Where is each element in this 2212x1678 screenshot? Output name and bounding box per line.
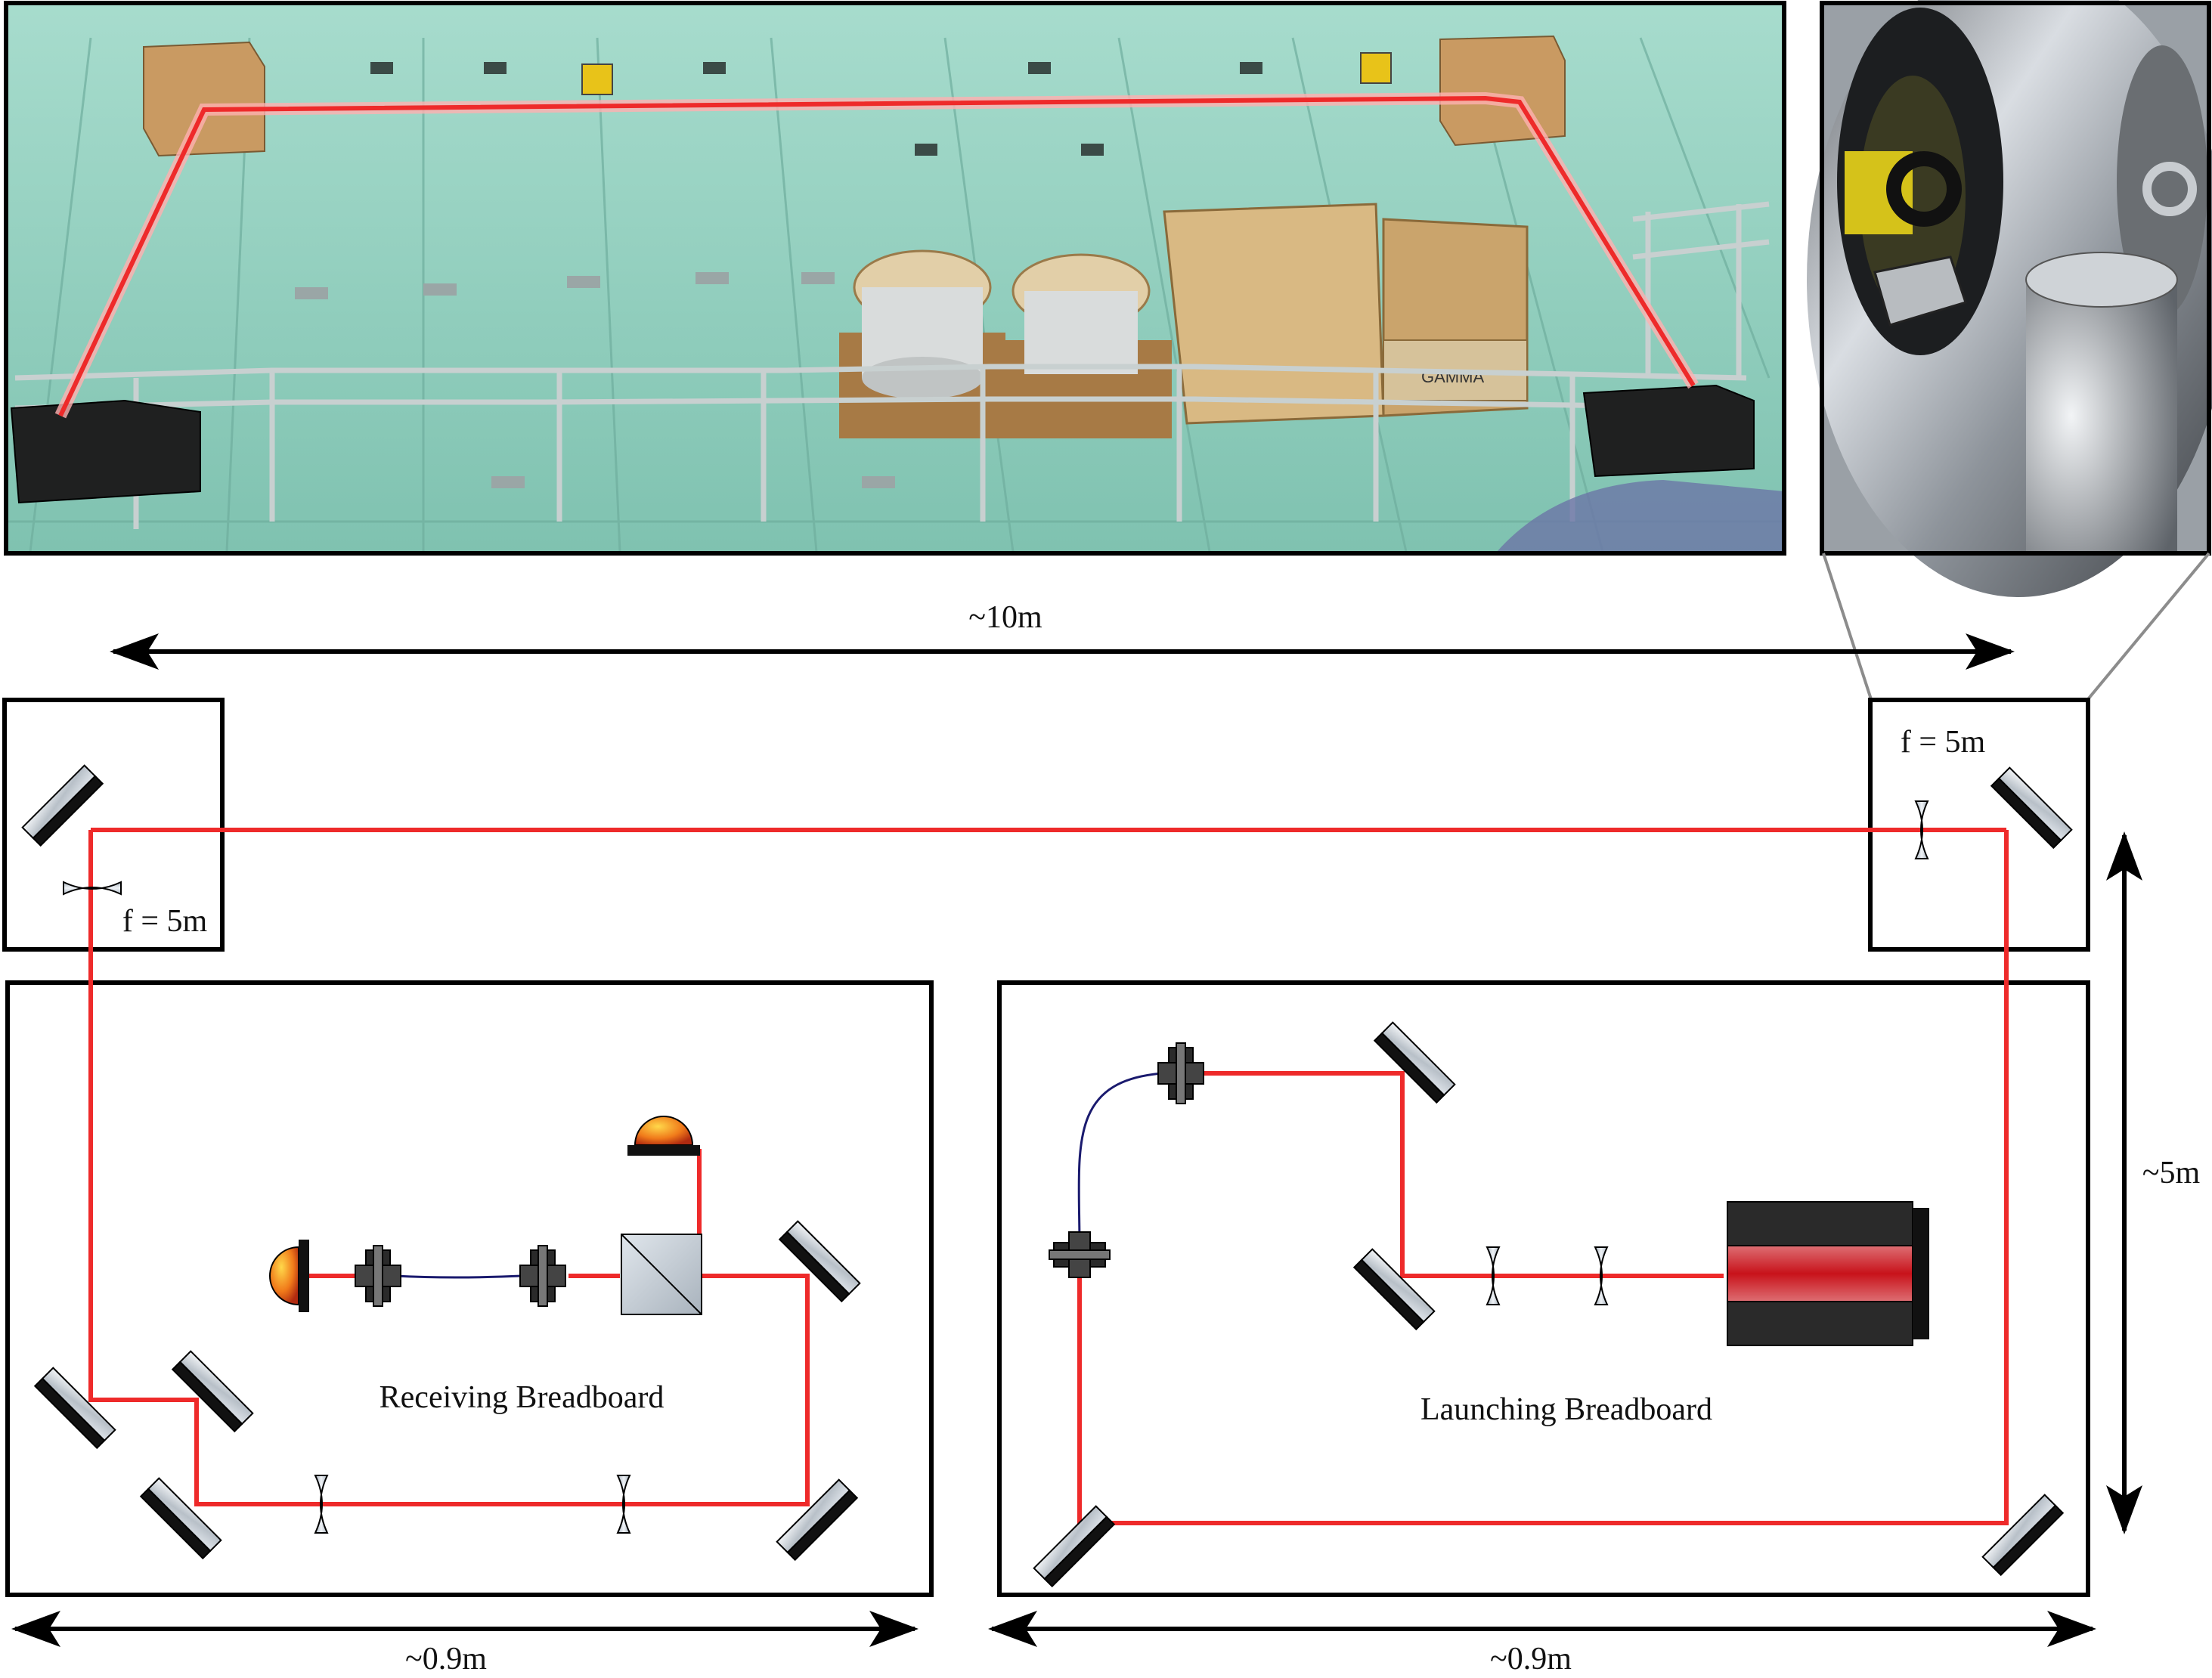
- launching-collimator-top: [1157, 1042, 1204, 1104]
- top-photodetector: [627, 1116, 700, 1156]
- right-lens-label: f = 5m: [1901, 725, 1986, 760]
- laser-beam-path: [88, 828, 2009, 1525]
- zoom-line-right: [2087, 552, 2210, 701]
- receiving-collimator-1: [355, 1245, 401, 1307]
- right-periscope-mirror: [1990, 766, 2073, 849]
- beam-splitter-cube: [621, 1234, 702, 1315]
- launching-collimator-left: [1049, 1231, 1111, 1278]
- receiving-board-label: Receiving Breadboard: [380, 1380, 665, 1415]
- receiving-mirror-4: [776, 1478, 858, 1561]
- left-photodetector: [269, 1240, 309, 1312]
- launching-breadboard-box: [997, 980, 2090, 1597]
- top-span-label: ~10m: [968, 600, 1042, 635]
- receiving-mirror-2: [172, 1350, 254, 1432]
- left-lens-label: f = 5m: [122, 904, 208, 939]
- lab-floor-photo: GAMMA: [4, 1, 1786, 556]
- launching-mirror-2: [1353, 1248, 1436, 1330]
- launching-mirror-4: [1981, 1494, 2064, 1576]
- receiving-mirror-5: [779, 1220, 861, 1302]
- laser-source: [1727, 1201, 1929, 1346]
- vertical-span-label: ~5m: [2142, 1156, 2201, 1190]
- vertical-span-arrow: [2106, 831, 2142, 1534]
- launching-mirror-1: [1374, 1021, 1456, 1104]
- left-board-width-label: ~0.9m: [405, 1642, 487, 1676]
- receiving-collimator-2: [519, 1245, 566, 1307]
- launching-mirror-3: [1033, 1505, 1115, 1587]
- left-corner-box: [2, 698, 225, 952]
- receiving-fiber: [394, 1274, 522, 1279]
- right-corner-box: [1868, 698, 2090, 952]
- right-board-width-arrow: [988, 1611, 2096, 1647]
- launching-fiber: [1077, 1072, 1163, 1248]
- receiving-breadboard-box: [5, 980, 934, 1597]
- vacuum-chamber-photo: [1807, 0, 2212, 597]
- top-span-arrow: [110, 633, 2015, 670]
- left-board-width-arrow: [11, 1611, 919, 1647]
- zoom-line-left: [1822, 553, 1873, 700]
- receiving-mirror-1: [34, 1367, 116, 1449]
- launching-board-label: Launching Breadboard: [1420, 1392, 1712, 1427]
- right-board-width-label: ~0.9m: [1490, 1642, 1572, 1676]
- receiving-mirror-3: [140, 1477, 222, 1559]
